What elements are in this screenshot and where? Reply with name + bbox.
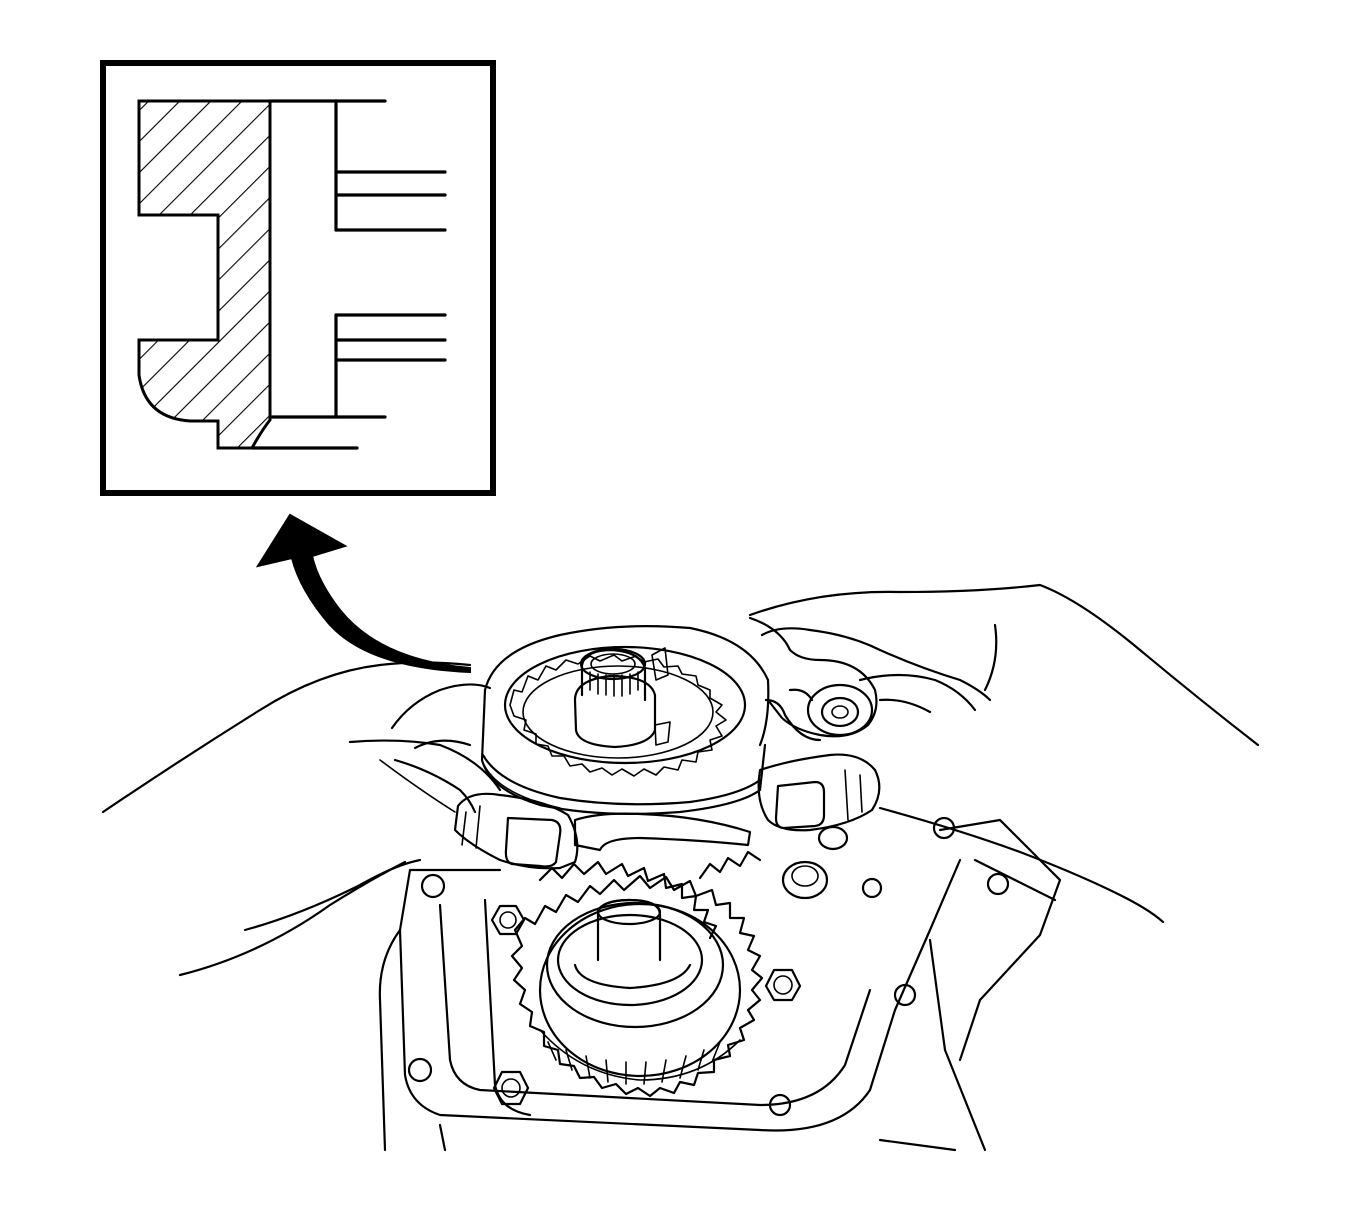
left-hand <box>101 661 579 977</box>
gear-teeth <box>510 874 764 1098</box>
bolt-2 <box>764 968 802 1002</box>
extension-housing <box>748 616 878 742</box>
hatched-section <box>137 99 272 450</box>
bolts <box>490 825 849 1106</box>
idler-gear <box>538 850 762 940</box>
cross-section-inset <box>100 60 496 496</box>
bolt-1 <box>490 904 526 936</box>
right-hand <box>748 583 1260 924</box>
bolt-5 <box>817 825 849 851</box>
callout-arrow <box>255 513 471 674</box>
bolt-4 <box>781 860 829 900</box>
shaft-profile-lines <box>250 99 447 450</box>
bolt-3 <box>492 1070 530 1106</box>
transmission-assembly <box>101 583 1260 1152</box>
synchronizer-assembly <box>480 625 770 852</box>
lower-gear <box>510 874 764 1098</box>
